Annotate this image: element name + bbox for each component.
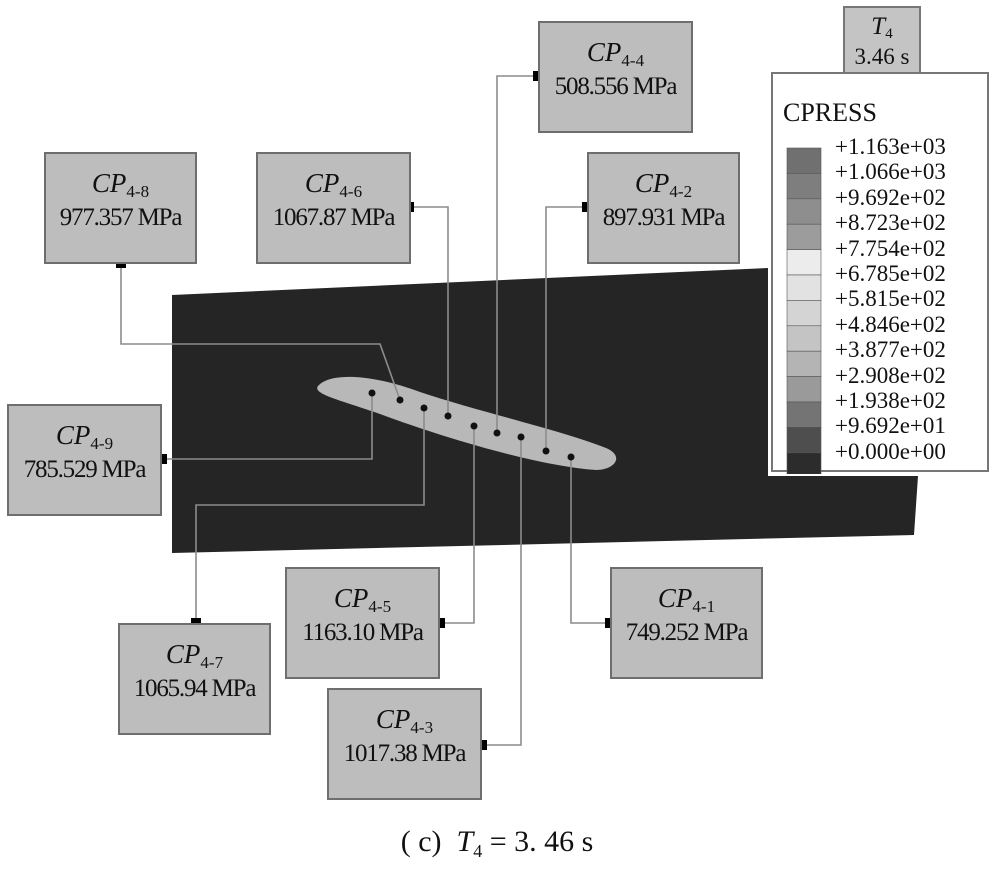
cp-4-2-label: CP4-2 <box>634 168 693 201</box>
cp-4-7-label: CP4-7 <box>165 639 224 672</box>
solid-body <box>172 268 918 553</box>
cp-4-9-probe-point <box>368 389 376 397</box>
contact-zone <box>317 376 617 470</box>
cp-4-8-value: 977.357 MPa <box>59 203 183 231</box>
legend-swatch <box>786 198 822 225</box>
cp-4-9-anchor-marker <box>157 454 167 464</box>
cp-4-7-value: 1065.94 MPa <box>133 674 257 702</box>
cp-4-9-label: CP4-9 <box>55 420 114 453</box>
cp-4-6-value: 1067.87 MPa <box>272 203 396 231</box>
legend-swatch <box>786 401 822 428</box>
cp-4-3-leader-line <box>482 437 522 746</box>
cp-4-4-probe-point <box>493 429 501 437</box>
legend-label: +5.815e+02 <box>835 286 946 312</box>
cp-4-7-probe-point <box>420 404 428 412</box>
time-value: 3.46 s <box>854 44 910 69</box>
legend-label: +1.163e+03 <box>835 134 946 159</box>
legend-label: +1.066e+03 <box>835 159 946 185</box>
legend-color-bar <box>786 147 822 474</box>
cp-4-1-value: 749.252 MPa <box>625 618 749 646</box>
legend-swatch <box>786 223 822 250</box>
cp-4-3-value: 1017.38 MPa <box>343 739 467 767</box>
cp-4-5-value: 1163.10 MPa <box>302 618 424 646</box>
cp-4-5-anchor-marker <box>435 618 445 628</box>
legend-swatch <box>786 452 822 474</box>
cp-4-2-leader-line <box>545 206 587 451</box>
cp-4-6-label: CP4-6 <box>304 168 363 201</box>
cpress-legend: CPRESS +1.163e+03+1.066e+03+9.692e+02+8.… <box>771 72 989 474</box>
time-symbol: T4 <box>871 13 893 42</box>
legend-label: +1.938e+02 <box>835 388 946 413</box>
legend-swatch <box>786 147 822 174</box>
cp-4-1-probe-point <box>567 453 575 461</box>
cp-4-4-value: 508.556 MPa <box>554 72 678 100</box>
legend-label: +9.692e+02 <box>835 184 946 210</box>
cp-4-8-label: CP4-8 <box>91 168 150 201</box>
cp-4-9-leader-line <box>162 393 373 460</box>
cp-4-2-value: 897.931 MPa <box>602 203 726 231</box>
legend-swatch <box>786 274 822 301</box>
cp-4-3-label: CP4-3 <box>375 704 434 737</box>
cp-4-6-leader-line <box>409 206 449 416</box>
cp-4-3-probe-point <box>517 433 525 441</box>
legend-label: +6.785e+02 <box>835 261 946 286</box>
legend-label: +9.692e+01 <box>835 413 946 439</box>
legend-label: +0.000e+00 <box>835 438 946 464</box>
cp-4-1-label: CP4-1 <box>657 583 716 616</box>
legend-swatch <box>786 376 822 403</box>
legend-label: +8.723e+02 <box>835 210 946 236</box>
legend-label: +3.877e+02 <box>835 337 946 363</box>
cp-4-8-probe-point <box>396 396 404 404</box>
legend-title: CPRESS <box>783 98 877 127</box>
cp-4-4-leader-line <box>496 75 538 433</box>
legend-swatch <box>786 173 822 200</box>
cp-4-4-label: CP4-4 <box>586 37 645 70</box>
cp-4-2-probe-point <box>542 447 550 455</box>
figure-caption: ( c) T4 = 3. 46 s <box>400 825 594 861</box>
cp-4-1-leader-line <box>570 457 610 624</box>
legend-label: +7.754e+02 <box>835 235 946 261</box>
legend-label: +4.846e+02 <box>835 311 946 337</box>
legend-label: +2.908e+02 <box>835 362 946 388</box>
cp-4-3-anchor-marker <box>477 740 487 750</box>
cp-4-7-leader-line <box>195 408 425 623</box>
cp-4-5-leader-line <box>440 426 475 624</box>
legend-swatch <box>786 350 822 377</box>
legend-swatch <box>786 300 822 327</box>
legend-swatch <box>786 427 822 454</box>
cp-4-6-probe-point <box>444 412 452 420</box>
cp-4-9-value: 785.529 MPa <box>23 455 147 483</box>
legend-swatch <box>786 249 822 276</box>
cp-4-5-label: CP4-5 <box>333 583 392 616</box>
cp-4-8-leader-line <box>120 263 401 401</box>
time-label-box: T4 3.46 s <box>843 6 921 76</box>
cp-4-5-probe-point <box>470 422 478 430</box>
legend-swatch <box>786 325 822 352</box>
